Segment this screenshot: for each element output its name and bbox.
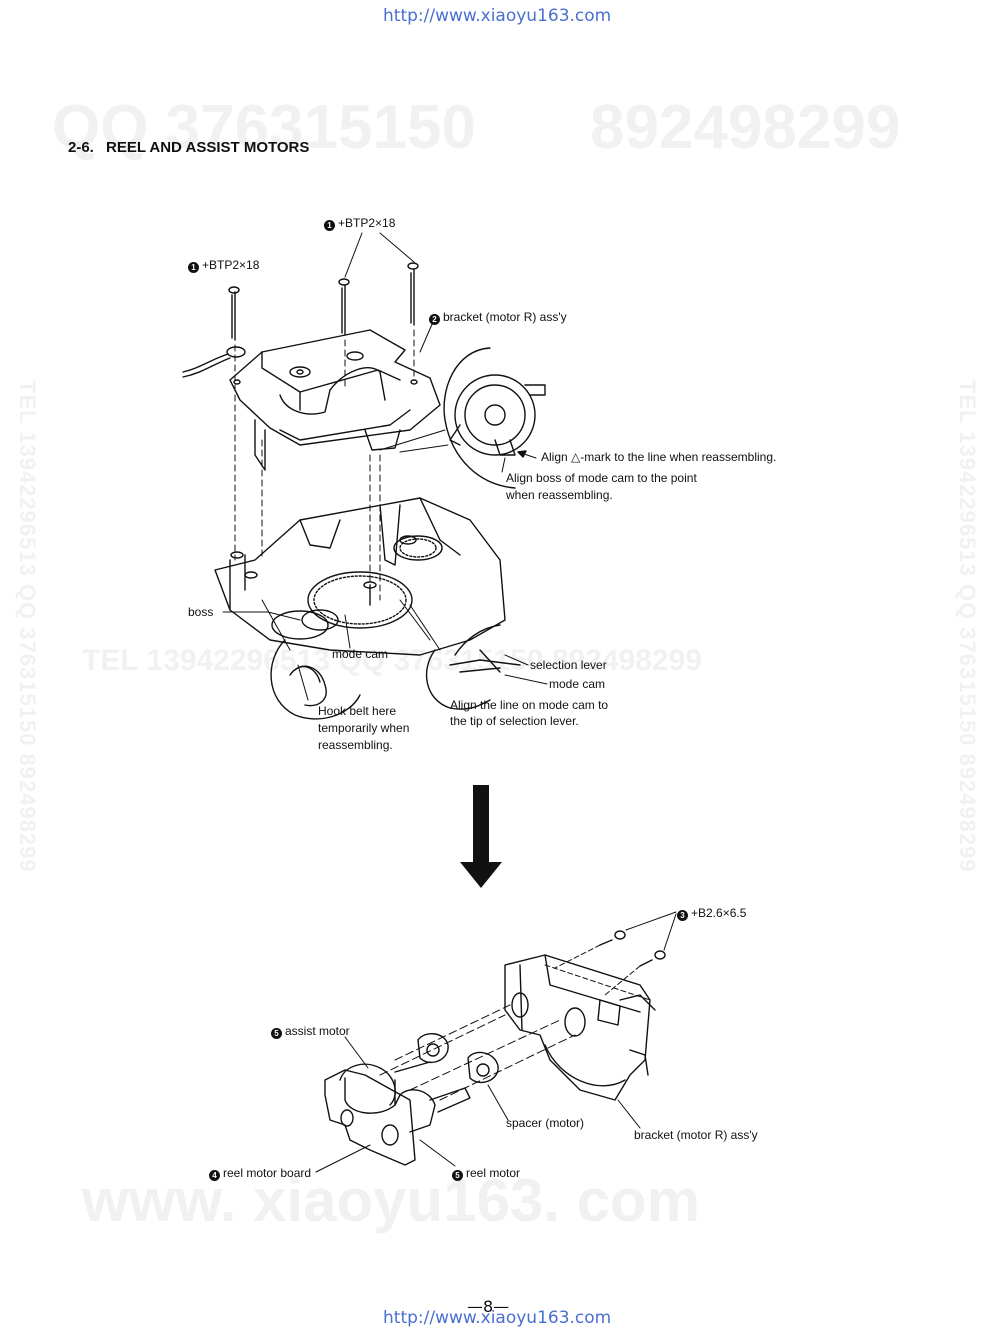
assist-motor xyxy=(344,1077,396,1114)
label-align-mark: Align △-mark to the line when reassembli… xyxy=(541,450,777,464)
label-text: +B2.6×6.5 xyxy=(691,906,747,920)
screw-mid xyxy=(338,278,350,336)
reel-motor-board xyxy=(324,1069,416,1166)
label-spacer-motor: spacer (motor) xyxy=(506,1116,585,1130)
label-text: +BTP2×18 xyxy=(202,258,260,272)
callout-number: 1 xyxy=(188,262,199,273)
screw-b26-b xyxy=(639,950,666,967)
callout-number: 2 xyxy=(429,314,440,325)
header-url[interactable]: http://www.xiaoyu163.com xyxy=(383,6,612,26)
label-screw-btp-upper: 1+BTP2×18 xyxy=(324,216,395,231)
callout-number: 3 xyxy=(677,910,688,921)
label-mode-cam: mode cam xyxy=(332,647,389,661)
section-title: REEL AND ASSIST MOTORS xyxy=(106,139,310,156)
footer-url[interactable]: http://www.xiaoyu163.com xyxy=(383,1308,612,1328)
watermark-side-right: TEL 13942296513 QQ 376315150 892498299 xyxy=(955,380,980,873)
section-number: 2-6. xyxy=(68,139,94,156)
watermark-qq-top-2: 892498299 xyxy=(590,93,901,162)
watermark-qq-top: QQ 376315150 xyxy=(52,93,477,162)
label-align-boss-2: when reassembling. xyxy=(506,488,613,502)
callout-number: 5 xyxy=(271,1028,282,1039)
label-align-line-2: the tip of selection lever. xyxy=(450,714,579,728)
watermark-mid: TEL 13942296513 QQ 376315150 892498299 xyxy=(82,644,702,677)
detail-circle-lever xyxy=(425,649,491,710)
watermark-bottom: www. xiaoyu163. com xyxy=(82,1167,701,1234)
label-screw-btp-left: 1+BTP2×18 xyxy=(188,258,259,273)
callout-number: 5 xyxy=(452,1170,463,1181)
detail-circle-hook xyxy=(270,639,361,720)
label-screw-b26: 3+B2.6×6.5 xyxy=(677,906,746,921)
label-text: reel motor board xyxy=(223,1166,312,1180)
label-hook-1: Hook belt here xyxy=(318,704,397,718)
label-text: +BTP2×18 xyxy=(338,216,396,230)
label-selection-lever: selection lever xyxy=(530,658,607,672)
label-align-boss-1: Align boss of mode cam to the point xyxy=(506,471,697,485)
screw-left xyxy=(228,286,240,341)
bracket-motor-r-outline xyxy=(229,329,441,446)
screw-b26-a xyxy=(599,930,626,946)
callout-number: 1 xyxy=(324,220,335,231)
callout-number: 4 xyxy=(209,1170,220,1181)
detail-circle-motor xyxy=(443,347,516,489)
down-arrow xyxy=(460,785,502,888)
screw-right xyxy=(407,262,419,326)
label-mode-cam-detail: mode cam xyxy=(549,677,606,691)
section-heading: 2-6. REEL AND ASSIST MOTORS xyxy=(68,139,309,156)
label-align-line-1: Align the line on mode cam to xyxy=(450,698,609,712)
label-hook-2: temporarily when xyxy=(318,721,410,735)
bracket-motor-r-lower xyxy=(504,954,651,1101)
label-bracket-motor-r-lower: bracket (motor R) ass'y xyxy=(634,1128,758,1142)
watermark-side-left: TEL 13942296513 QQ 376315150 892498299 xyxy=(15,380,40,873)
label-text: bracket (motor R) ass'y xyxy=(443,310,567,324)
label-hook-3: reassembling. xyxy=(318,738,393,752)
mode-cam-gear xyxy=(307,571,413,629)
label-text: reel motor xyxy=(466,1166,521,1180)
page-number: —8— xyxy=(467,1297,510,1316)
label-boss: boss xyxy=(188,605,214,619)
label-text: assist motor xyxy=(285,1024,350,1038)
reel-motor xyxy=(394,1089,436,1133)
